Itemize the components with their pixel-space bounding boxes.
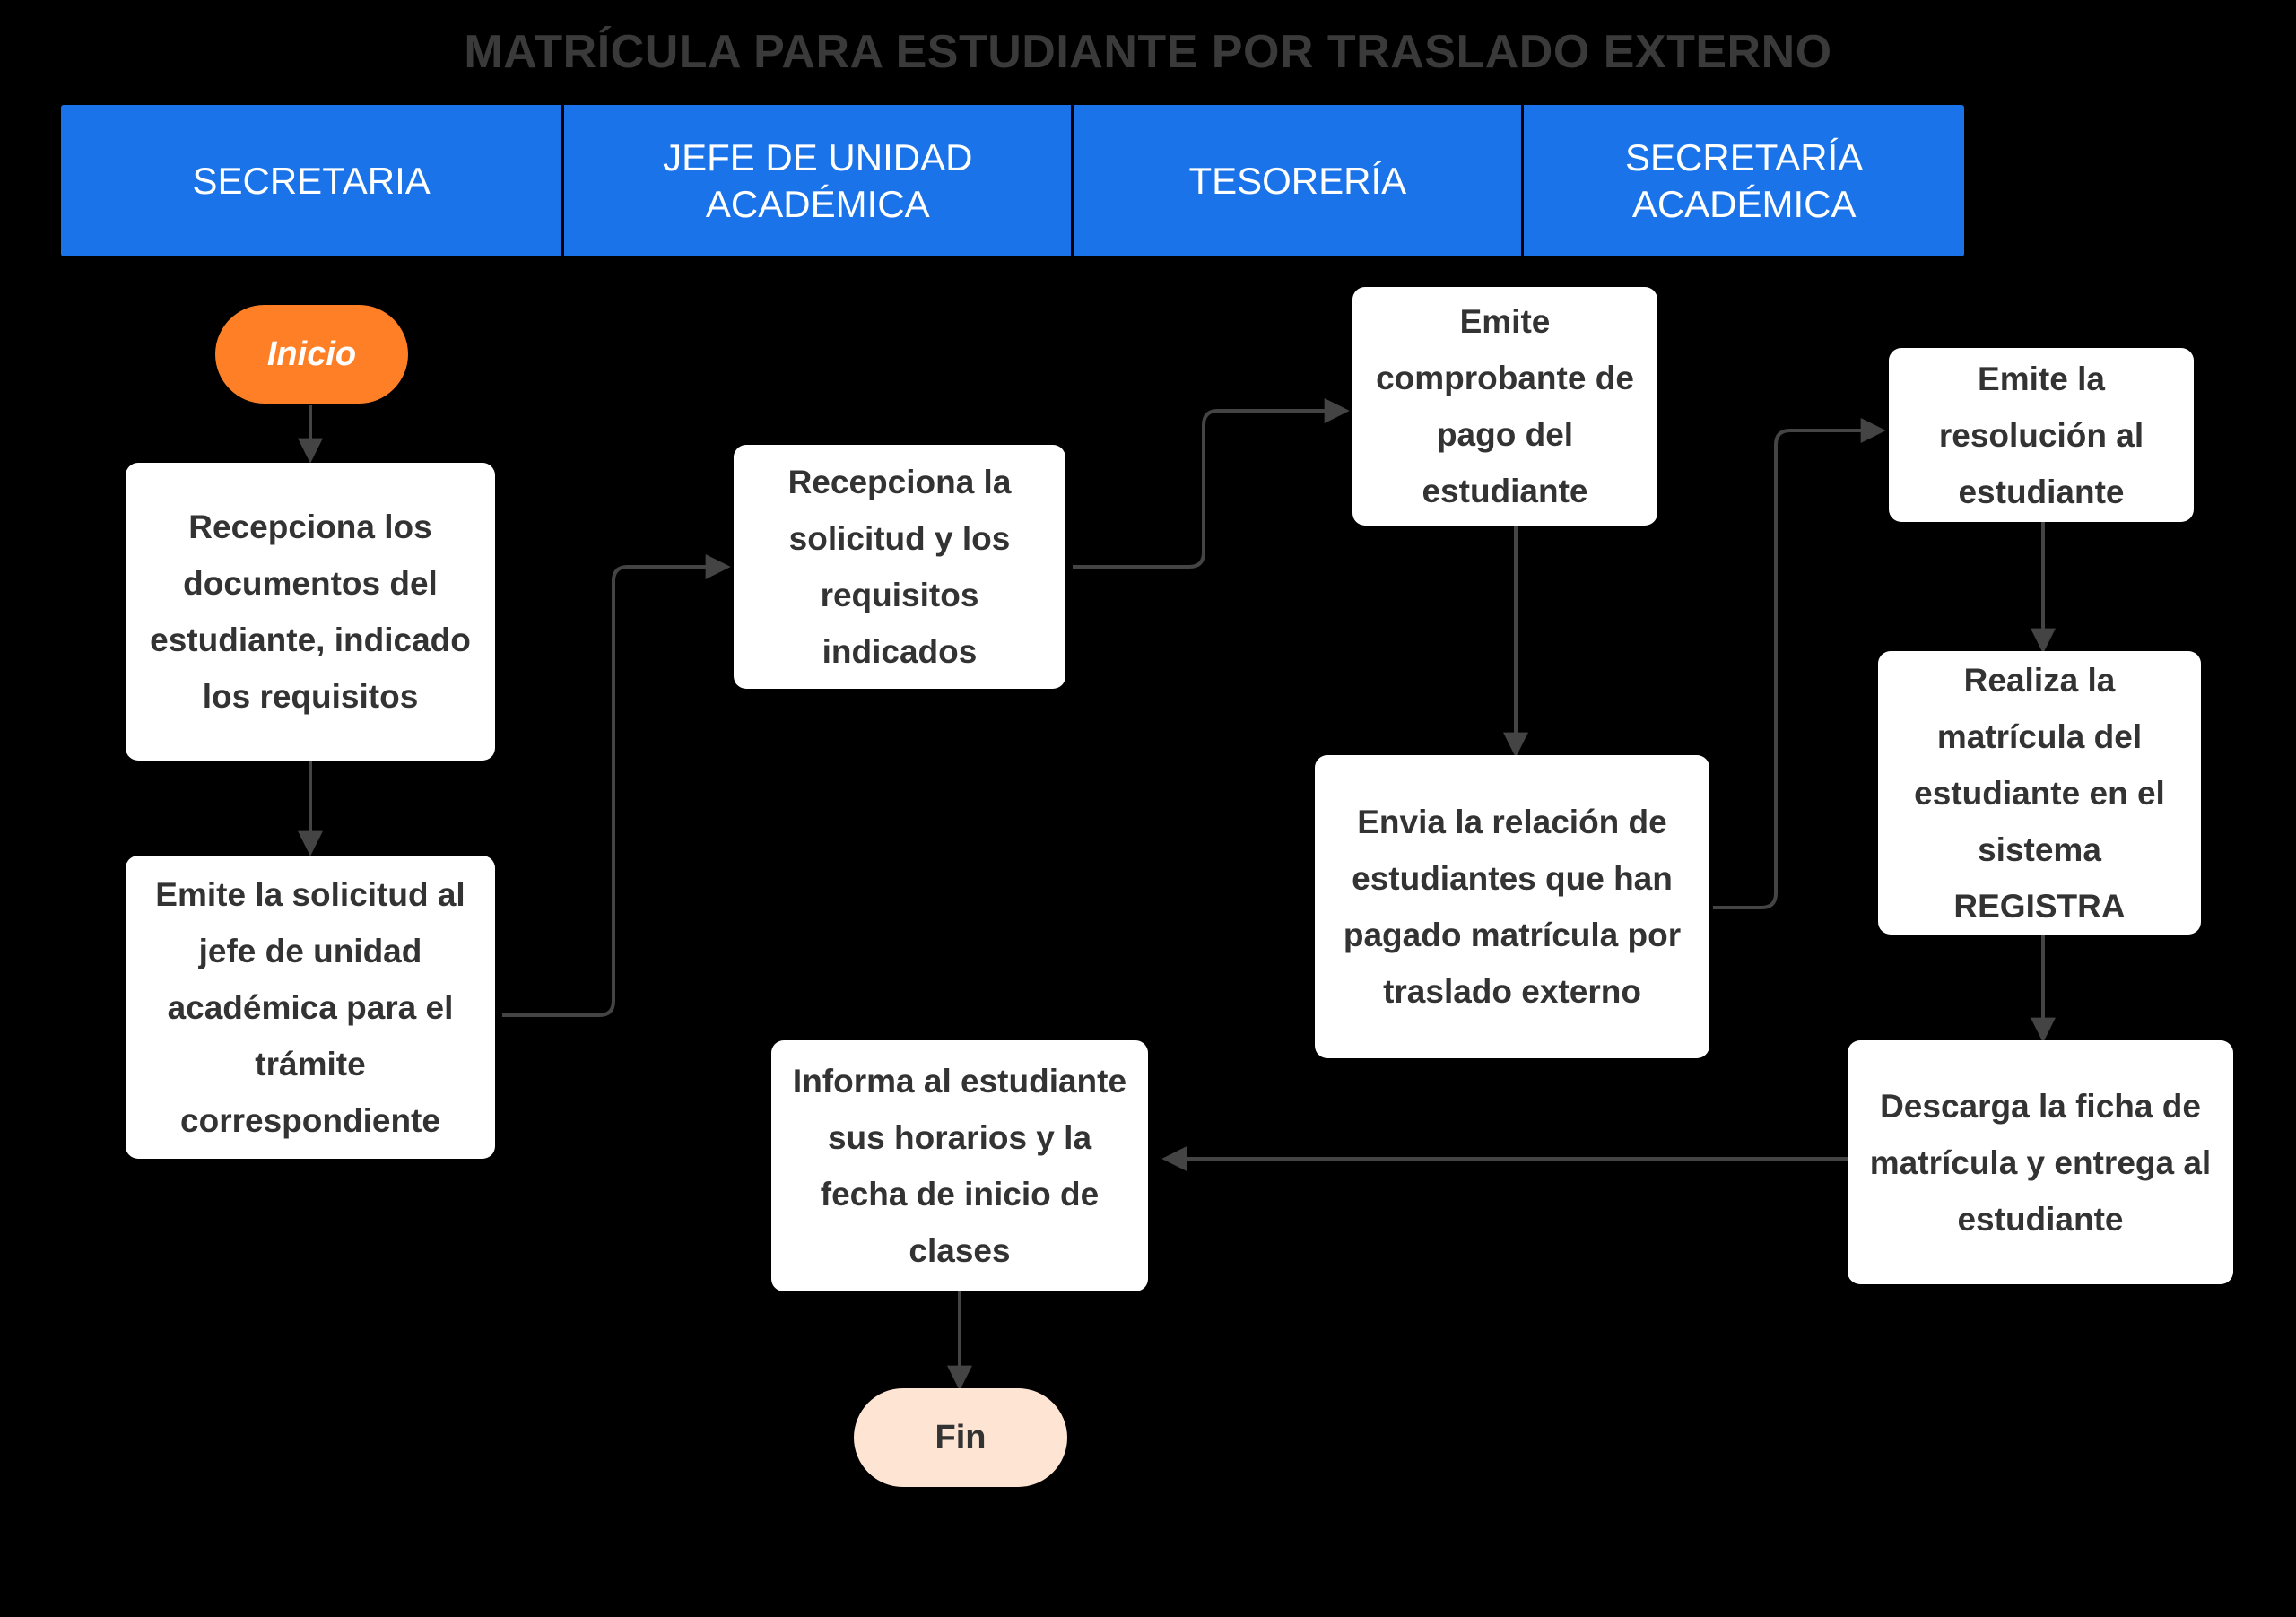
node-emite-resolucion[interactable]: Emite la resolución al estudiante xyxy=(1889,348,2194,522)
node-fin[interactable]: Fin xyxy=(854,1388,1067,1487)
edge-envia-relacion-to-emite-resolucion xyxy=(1713,418,1886,909)
node-recepciona-documentos[interactable]: Recepciona los documentos del estudiante… xyxy=(126,463,495,761)
lane-header-tesoreria: TESORERÍA xyxy=(1074,105,1525,256)
node-realiza-matricula[interactable]: Realiza la matrícula del estudiante en e… xyxy=(1878,651,2201,935)
node-descarga-ficha[interactable]: Descarga la ficha de matrícula y entrega… xyxy=(1848,1040,2233,1284)
lane-header-secretaria-academica: SECRETARÍA ACADÉMICA xyxy=(1524,105,1964,256)
page-title: MATRÍCULA PARA ESTUDIANTE POR TRASLADO E… xyxy=(464,26,1832,78)
node-informa-estudiante[interactable]: Informa al estudiante sus horarios y la … xyxy=(771,1040,1148,1291)
node-inicio[interactable]: Inicio xyxy=(215,305,408,404)
node-emite-solicitud[interactable]: Emite la solicitud al jefe de unidad aca… xyxy=(126,856,495,1159)
edge-recepciona-solicitud-to-emite-comprobante xyxy=(1073,398,1350,569)
lane-header-jefe-unidad-academica: JEFE DE UNIDAD ACADÉMICA xyxy=(564,105,1074,256)
node-recepciona-solicitud[interactable]: Recepciona la solicitud y los requisitos… xyxy=(734,445,1065,689)
swimlane-header-row: SECRETARIA JEFE DE UNIDAD ACADÉMICA TESO… xyxy=(61,105,1964,256)
node-envia-relacion[interactable]: Envia la relación de estudiantes que han… xyxy=(1315,755,1709,1058)
edge-emite-solicitud-to-recepciona-solicitud xyxy=(502,554,731,1017)
lane-header-secretaria: SECRETARIA xyxy=(61,105,565,256)
node-emite-comprobante[interactable]: Emite comprobante de pago del estudiante xyxy=(1352,287,1657,526)
